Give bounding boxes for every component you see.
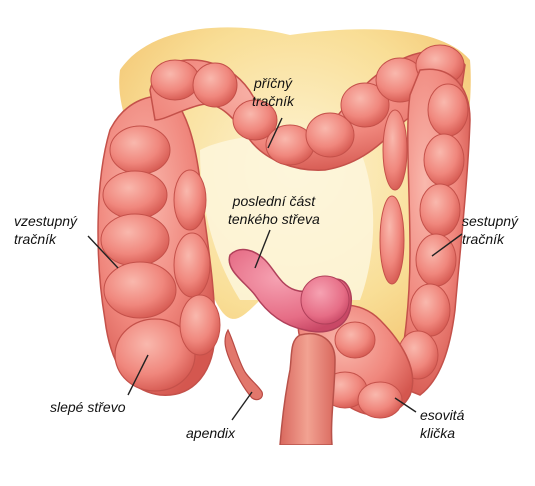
label-cecum: slepé střevo bbox=[50, 398, 125, 416]
label-transverse-line1: příčný bbox=[252, 74, 294, 92]
leader-appendix bbox=[232, 392, 252, 420]
label-transverse-line2: tračník bbox=[252, 92, 294, 110]
label-small-intestine-end: poslední část tenkého střeva bbox=[228, 192, 320, 228]
label-descending-line2: tračník bbox=[462, 230, 518, 248]
label-sigmoid: esovitá klička bbox=[420, 406, 464, 442]
appendix bbox=[225, 330, 262, 400]
label-appendix: apendix bbox=[186, 424, 235, 442]
label-small-intestine-line2: tenkého střeva bbox=[228, 210, 320, 228]
label-descending-line1: sestupný bbox=[462, 212, 518, 230]
label-ascending-line2: tračník bbox=[14, 230, 77, 248]
label-sigmoid-line1: esovitá bbox=[420, 406, 464, 424]
label-appendix-text: apendix bbox=[186, 424, 235, 442]
label-small-intestine-line1: poslední část bbox=[228, 192, 320, 210]
label-sigmoid-line2: klička bbox=[420, 424, 464, 442]
bottom-mask bbox=[0, 445, 535, 486]
label-ascending-colon: vzestupný tračník bbox=[14, 212, 77, 248]
label-transverse-colon: příčný tračník bbox=[252, 74, 294, 110]
label-cecum-text: slepé střevo bbox=[50, 398, 125, 416]
label-descending-colon: sestupný tračník bbox=[462, 212, 518, 248]
rectum bbox=[280, 334, 335, 445]
label-ascending-line1: vzestupný bbox=[14, 212, 77, 230]
